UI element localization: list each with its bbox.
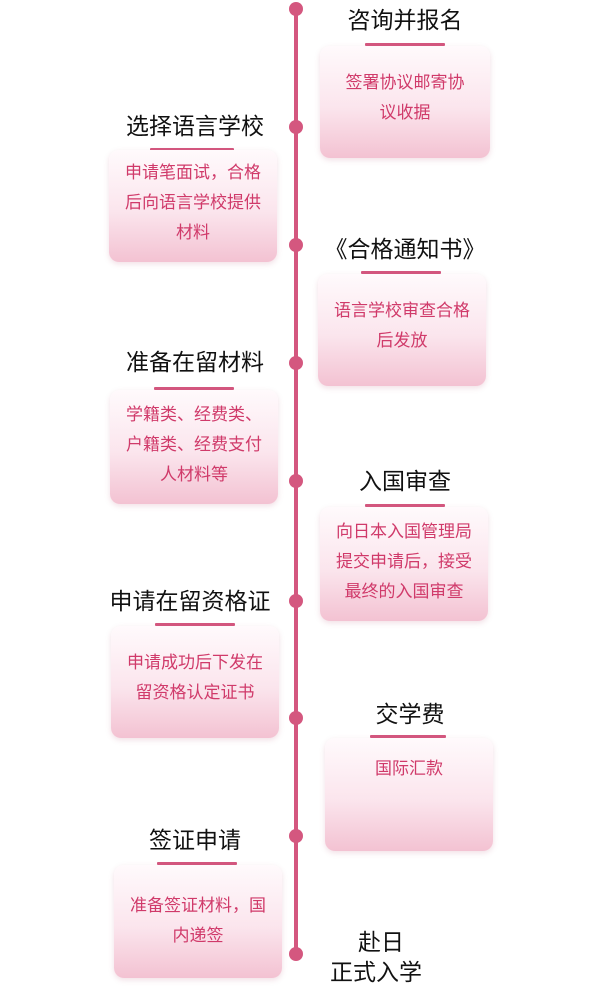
timeline-dot-2 <box>289 120 303 134</box>
timeline-dot-1 <box>289 2 303 16</box>
step-underline-5 <box>365 504 445 507</box>
step-desc-3: 语言学校审查合格后发放 <box>334 301 470 351</box>
step-desc-8: 准备签证材料，国内递签 <box>130 896 266 946</box>
step-desc-1: 签署协议邮寄协议收据 <box>345 73 465 123</box>
timeline-dot-3 <box>289 238 303 252</box>
step-card-5: 向日本入国管理局提交申请后，接受最终的入国审查 <box>320 507 488 621</box>
step-underline-2 <box>150 148 234 151</box>
step-title-7: 交学费 <box>375 702 445 728</box>
step-underline-6 <box>155 623 235 626</box>
step-title-1: 咨询并报名 <box>347 8 463 34</box>
final-step-line-2: 正式入学 <box>330 960 422 986</box>
step-title-6: 申请在留资格证 <box>109 589 271 615</box>
step-card-6: 申请成功后下发在留资格认定证书 <box>111 626 279 738</box>
step-desc-7: 国际汇款 <box>375 759 443 779</box>
step-card-1: 签署协议邮寄协议收据 <box>320 46 490 158</box>
step-card-4: 学籍类、经费类、户籍类、经费支付人材料等 <box>110 390 278 504</box>
step-underline-1 <box>365 43 445 46</box>
step-underline-3 <box>361 271 441 274</box>
timeline-dot-9 <box>289 947 303 961</box>
step-desc-6: 申请成功后下发在留资格认定证书 <box>127 653 263 703</box>
timeline-dot-5 <box>289 474 303 488</box>
step-title-4: 准备在留材料 <box>126 350 264 376</box>
timeline-dot-8 <box>289 829 303 843</box>
step-underline-7 <box>370 735 446 738</box>
timeline-dot-7 <box>289 711 303 725</box>
final-step-line-1: 赴日 <box>358 930 404 956</box>
step-title-2: 选择语言学校 <box>126 114 264 140</box>
step-card-8: 准备签证材料，国内递签 <box>114 865 282 978</box>
step-title-5: 入国审查 <box>359 469 451 495</box>
step-card-2: 申请笔面试，合格后向语言学校提供材料 <box>109 150 277 262</box>
step-desc-5: 向日本入国管理局提交申请后，接受最终的入国审查 <box>336 522 472 602</box>
step-title-8: 签证申请 <box>149 828 241 854</box>
timeline-dot-6 <box>289 594 303 608</box>
final-step: 赴日 正式入学 <box>330 928 440 988</box>
step-desc-2: 申请笔面试，合格后向语言学校提供材料 <box>125 163 261 243</box>
step-card-3: 语言学校审查合格后发放 <box>318 274 486 386</box>
step-underline-8 <box>157 862 237 865</box>
timeline-dot-4 <box>289 356 303 370</box>
step-underline-4 <box>154 387 234 390</box>
step-title-3: 《合格通知书》 <box>324 237 486 263</box>
step-desc-4: 学籍类、经费类、户籍类、经费支付人材料等 <box>126 405 262 485</box>
step-card-7: 国际汇款 <box>325 738 493 851</box>
